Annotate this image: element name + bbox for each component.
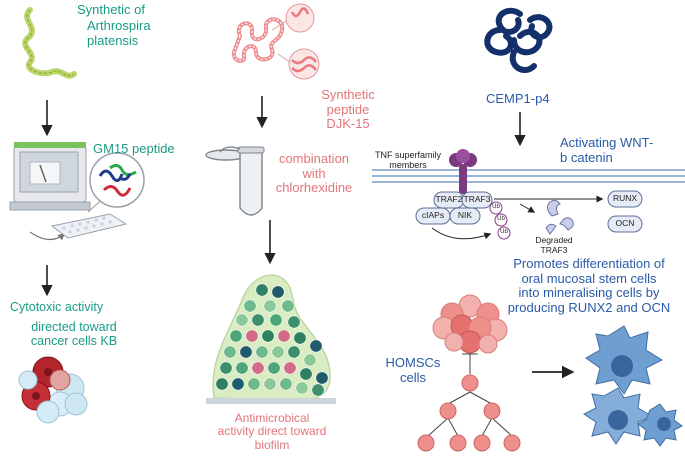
wnt-pathway-label: Activating WNT- b catenin: [560, 135, 654, 165]
bacteria-dot: [293, 331, 307, 345]
nik-label: NIK: [457, 210, 473, 220]
bacteria-dot: [271, 345, 285, 359]
djk15-peptide-icon: [231, 3, 320, 80]
ubiquitin-chain: [489, 201, 511, 240]
test-tube-icon: [205, 146, 265, 216]
gm15-peptide-label: GM15 peptide: [93, 141, 175, 156]
ub-label-3: Ub: [500, 229, 508, 235]
bacteria-dot: [255, 283, 269, 297]
homscs-cells-label: HOMSCs cells: [385, 355, 441, 385]
biofilm-icon: [206, 274, 336, 404]
bacteria-dot: [287, 345, 301, 359]
gm15-peptide-zoom-icon: [89, 152, 145, 208]
well-plate-icon: [50, 213, 128, 239]
peptide-synthesizer-icon: [9, 142, 91, 211]
ocn-label: OCN: [615, 218, 635, 228]
differentiation-effect-label: Promotes differentiation of oral mucosal…: [507, 256, 671, 315]
nik-node: [449, 207, 481, 225]
arthrospira-name: Arthrospira platensis: [87, 18, 151, 48]
bacteria-dot: [223, 345, 237, 359]
ub-label-1: Ub: [492, 204, 500, 210]
tnf-superfamily-label: TNF superfamily members: [374, 150, 441, 171]
ub-label-2: Ub: [497, 216, 505, 222]
bacteria-dot: [219, 361, 233, 375]
arthrospira-title: Synthetic of: [77, 2, 145, 17]
bacteria-dot: [271, 285, 285, 299]
bacteria-dot: [311, 383, 325, 397]
spirulina-icon: [22, 7, 77, 79]
bacteria-dot: [309, 339, 323, 353]
bacteria-dot: [287, 315, 301, 329]
antimicrobial-activity-label: Antimicrobical activity direct toward bi…: [217, 411, 327, 452]
bacteria-dot: [235, 361, 249, 375]
bacteria-dot: [283, 361, 297, 375]
bacteria-dot: [245, 329, 259, 343]
bacteria-dot: [277, 329, 291, 343]
mineralising-cells-icon: [583, 325, 683, 447]
bacteria-dot: [279, 377, 293, 391]
degraded-traf3-label: Degraded TRAF3: [535, 235, 573, 255]
cancer-cells-icon: [18, 356, 88, 424]
bacteria-dot: [255, 345, 269, 359]
cell-lineage-tree: [427, 353, 513, 437]
bacteria-dot: [267, 361, 281, 375]
runx-node: [607, 190, 643, 208]
arrow-ciaps-to-ub: [431, 227, 492, 240]
bacteria-dot: [295, 381, 309, 395]
bacteria-dot: [215, 377, 229, 391]
arrow-to-degraded: [519, 203, 536, 213]
cemp1-p4-label: CEMP1-p4: [486, 91, 550, 106]
runx-label: RUNX: [612, 193, 638, 203]
cell-membrane: [372, 169, 685, 183]
homsc-cluster-icon: [432, 294, 508, 354]
cancer-cells-target-label: directed toward cancer cells KB: [30, 320, 118, 348]
bacteria-dot: [261, 329, 275, 343]
bacteria-dot: [239, 345, 253, 359]
bacteria-dot: [281, 299, 295, 313]
bacteria-dot: [251, 313, 265, 327]
differentiating-cells: [417, 374, 521, 452]
traf3-label: TRAF3: [463, 194, 491, 204]
bacteria-dot: [263, 299, 277, 313]
cytotoxic-activity-label: Cytotoxic activity: [10, 300, 104, 314]
bacteria-dot: [315, 371, 329, 385]
bacteria-dot: [251, 361, 265, 375]
djk15-label: Synthetic peptide DJK-15: [321, 87, 375, 132]
bacteria-dot: [229, 329, 243, 343]
ocn-node: [607, 215, 643, 233]
bacteria-dot: [263, 377, 277, 391]
bacteria-dot: [243, 299, 257, 313]
traf2-label: TRAF2: [435, 194, 463, 204]
ciaps-label: cIAPs: [421, 210, 445, 220]
cemp1-p4-peptide-icon: [484, 7, 553, 73]
bacteria-dot: [299, 367, 313, 381]
tnf-receptor-icon: [449, 149, 477, 194]
bacteria-dot: [247, 377, 261, 391]
chlorhexidine-combination-label: combination with chlorhexidine: [275, 151, 353, 196]
degraded-traf3-icon: [545, 199, 574, 235]
bacteria-dot: [231, 377, 245, 391]
traf3-node: [461, 191, 493, 209]
bacteria-dot: [235, 313, 249, 327]
bacteria-dot: [269, 313, 283, 327]
bacteria-dot: [303, 353, 317, 367]
arrow-to-plate: [29, 231, 66, 241]
